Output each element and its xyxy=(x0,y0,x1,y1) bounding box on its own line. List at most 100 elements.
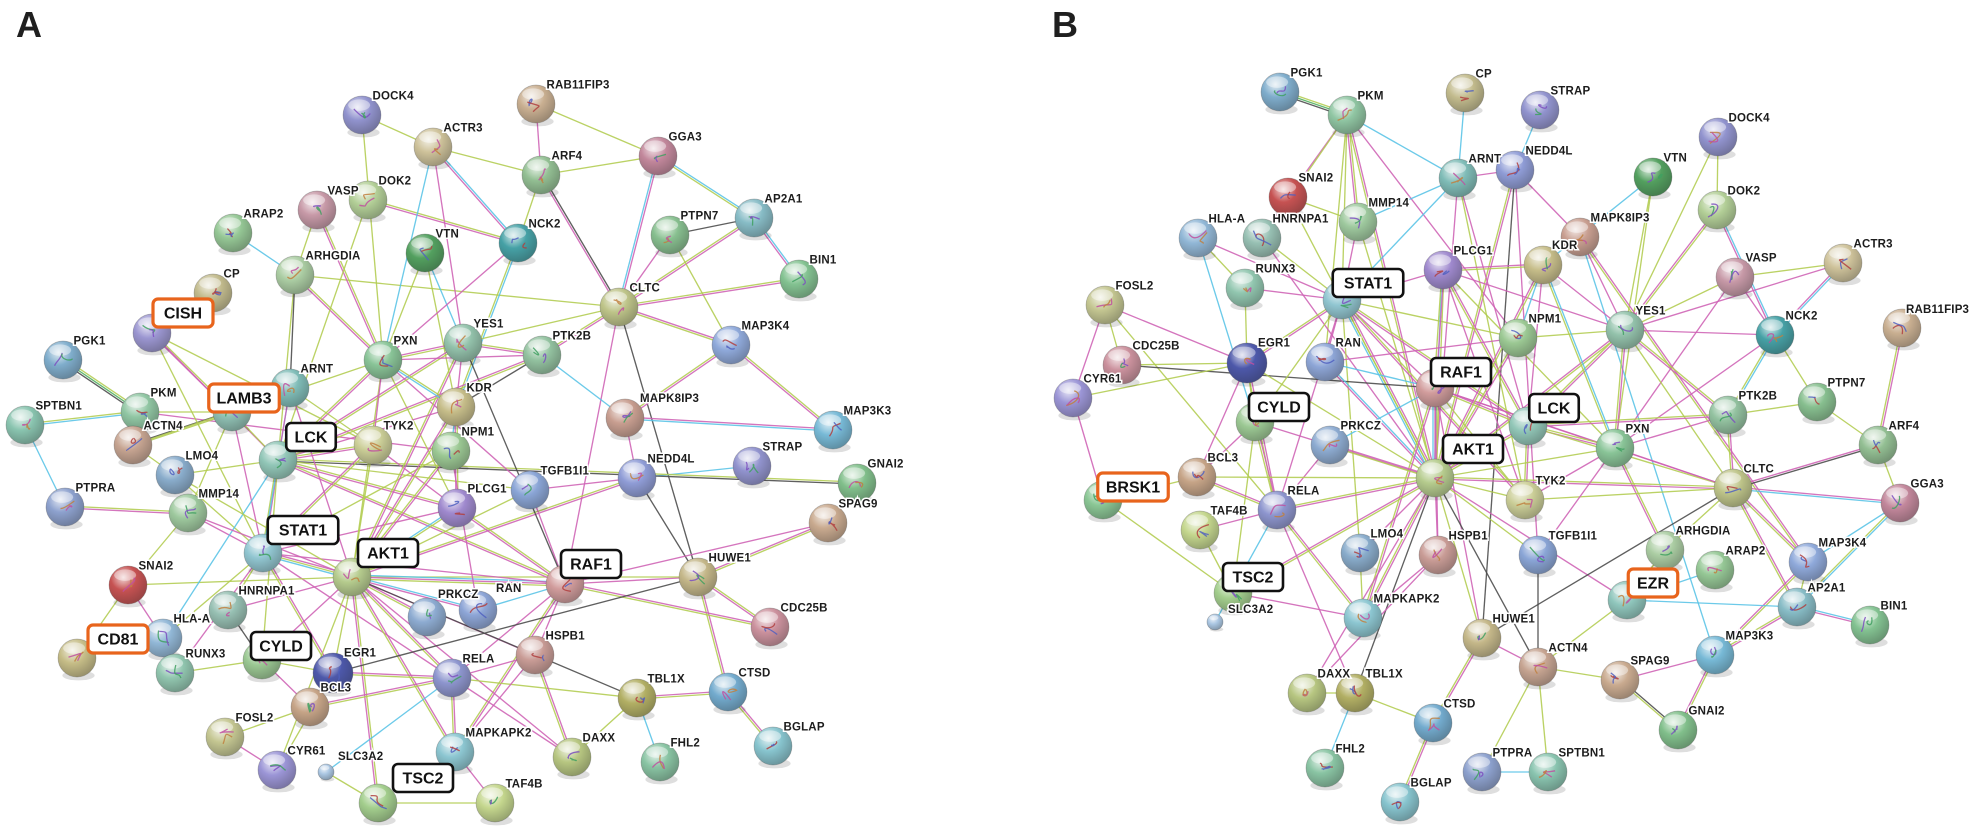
edge-RAF1-PLCG1 xyxy=(457,506,566,584)
node-label-GGA3: GGA3 xyxy=(668,131,701,143)
protein-structure-glyph xyxy=(425,608,432,617)
node-label-PKM: PKM xyxy=(1357,90,1383,102)
edge-CLTC-GGA3 xyxy=(1732,488,1900,505)
node-label-KDR: KDR xyxy=(1552,240,1578,252)
node-DOK2 xyxy=(348,180,388,223)
node-label-RAN: RAN xyxy=(1335,337,1361,349)
edge-CLTC-HUWE1 xyxy=(1481,487,1734,639)
protein-structure-glyph xyxy=(185,505,197,514)
node-TGFB1I1 xyxy=(510,470,550,513)
node-label-FOSL2: FOSL2 xyxy=(1115,280,1153,292)
edge-RAF1-LCK xyxy=(277,460,565,586)
edge-DOK2-YES1 xyxy=(1623,208,1717,330)
black-box-RAF1: RAF1 xyxy=(1429,356,1493,388)
node-label-HSPB1: HSPB1 xyxy=(545,630,585,642)
protein-structure-glyph xyxy=(651,761,665,770)
protein-structure-glyph xyxy=(722,339,737,347)
edge-PLCG1-YES1 xyxy=(1442,269,1626,331)
node-PTPRA xyxy=(1462,752,1502,795)
edge-RAF1-PRKCZ xyxy=(1329,387,1436,446)
edge-EGR1-HUWE1 xyxy=(332,576,699,674)
protein-structure-glyph xyxy=(1437,385,1445,394)
protein-structure-glyph xyxy=(450,746,460,752)
node-PTPRA xyxy=(45,487,85,530)
edge-ARF4-CLTC xyxy=(541,174,621,307)
black-box-AKT1: AKT1 xyxy=(1441,433,1505,465)
protein-structure-glyph xyxy=(1725,488,1742,494)
edge-HUWE1-RAF1 xyxy=(564,576,699,585)
node-label-GNAI2: GNAI2 xyxy=(867,458,903,470)
edge-CDC25B-RAF1 xyxy=(1121,364,1436,389)
node-label-PTPRA: PTPRA xyxy=(1492,747,1532,759)
edge-RELA-MAPKAPK2 xyxy=(1275,510,1363,620)
node-label-SPTBN1: SPTBN1 xyxy=(35,400,82,412)
protein-structure-glyph xyxy=(361,112,367,119)
node-VTN xyxy=(1633,157,1673,200)
edge-YES1-PTK2B xyxy=(1625,328,1730,415)
edge-AKT1-YES1 xyxy=(350,342,463,577)
protein-structure-glyph xyxy=(1538,770,1547,778)
node-label-ARNT: ARNT xyxy=(300,363,333,375)
protein-structure-glyph xyxy=(61,353,74,361)
edge-ACTN4-PTPRA xyxy=(1481,666,1539,773)
node-label-VASP: VASP xyxy=(1745,252,1776,264)
node-ARNT xyxy=(1438,158,1478,201)
node-label-AP2A1: AP2A1 xyxy=(764,193,802,205)
panel-a-labels: DOCK4ACTR3RAB11FIP3GGA3ARF4ARAP2VASPDOK2… xyxy=(34,78,905,792)
protein-structure-glyph xyxy=(764,627,778,636)
node-label-PTPN7: PTPN7 xyxy=(680,210,718,222)
edge-RAF1-HUWE1 xyxy=(1434,387,1483,639)
edge-EGR1-BCL3 xyxy=(1196,362,1248,478)
protein-structure-glyph xyxy=(791,273,803,283)
edge-YES1-NCK2 xyxy=(1624,329,1776,336)
node-label-BGLAP: BGLAP xyxy=(1410,777,1451,789)
protein-structure-glyph xyxy=(177,467,183,474)
protein-structure-glyph xyxy=(174,664,182,679)
protein-structure-glyph xyxy=(567,751,580,759)
node-DOCK4 xyxy=(1698,117,1738,160)
protein-structure-glyph xyxy=(1575,234,1584,242)
protein-structure-glyph xyxy=(489,799,493,805)
protein-structure-glyph xyxy=(833,421,842,431)
protein-structure-glyph xyxy=(212,288,220,295)
protein-structure-glyph xyxy=(1541,263,1552,272)
protein-structure-glyph xyxy=(562,578,571,592)
edge-PKM-NPM1 xyxy=(1346,114,1519,339)
protein-structure-glyph xyxy=(1358,547,1369,558)
protein-structure-glyph xyxy=(1647,172,1656,183)
node-FOSL2 xyxy=(205,717,245,760)
protein-structure-glyph xyxy=(1537,555,1545,563)
protein-structure-glyph xyxy=(524,483,532,496)
edge-GGA3-ARF4 xyxy=(540,155,659,176)
node-label-ACTR3: ACTR3 xyxy=(443,122,482,134)
orange-box-EZR: EZR xyxy=(1626,567,1680,599)
node-label-TYK2: TYK2 xyxy=(383,420,413,432)
edge-NEDD4L-AKT1 xyxy=(1435,170,1517,479)
protein-structure-glyph xyxy=(1891,495,1901,509)
edge-VASP-PXN xyxy=(315,210,383,361)
node-label-KDR: KDR xyxy=(466,382,492,394)
node-label-SNAI2: SNAI2 xyxy=(138,560,173,572)
edge-RELA-TBL1X xyxy=(451,677,638,699)
edge-CISH-STAT1 xyxy=(151,332,264,554)
node-HUWE1 xyxy=(678,557,718,600)
protein-structure-glyph xyxy=(613,298,622,305)
protein-structure-glyph xyxy=(1193,473,1204,480)
protein-structure-glyph xyxy=(1872,439,1881,446)
node-VTN xyxy=(405,233,445,276)
edge-MAP3K4-MAP3K3 xyxy=(1715,562,1810,657)
node-PLCG1 xyxy=(437,488,477,531)
node-FHL2 xyxy=(640,742,680,785)
protein-structure-glyph xyxy=(262,545,266,555)
node-label-NCK2: NCK2 xyxy=(1785,310,1817,322)
edge-VASP-PXN xyxy=(317,209,385,360)
edge-CLTC-AP2A1 xyxy=(1731,488,1797,608)
panel-b-labels: PGK1PKMCPSTRAPDOCK4NEDD4LVTNARNTSNAI2DOK… xyxy=(1082,66,1971,791)
node-label-TBL1X: TBL1X xyxy=(647,673,685,685)
edge-VTN-PXN xyxy=(382,252,426,361)
protein-structure-glyph xyxy=(219,728,234,734)
edge-PLCG1-PXN xyxy=(1442,269,1616,449)
node-label-NEDD4L: NEDD4L xyxy=(1525,145,1572,157)
edge-FOSL2-EGR1 xyxy=(1104,304,1248,364)
protein-structure-glyph xyxy=(1273,90,1287,97)
